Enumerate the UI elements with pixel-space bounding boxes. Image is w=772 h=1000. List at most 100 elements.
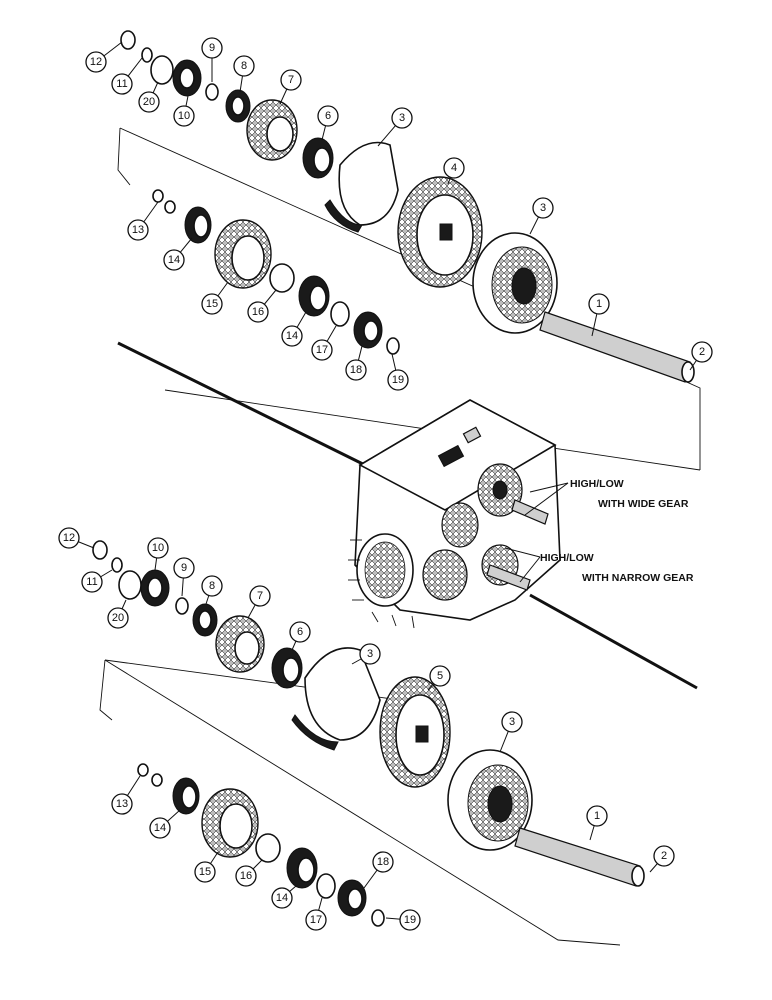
callout-circle-bottom-10 — [147, 537, 169, 559]
callout-number-bottom-15: 15 — [199, 866, 211, 878]
callout-circle-top-19 — [387, 369, 409, 391]
callout-circle-top-3a — [391, 107, 413, 129]
callout-circle-bottom-1 — [586, 805, 608, 827]
shaft-1-bottom — [514, 827, 641, 887]
callout-circle-top-7 — [280, 69, 302, 91]
callout-number-bottom-9: 9 — [181, 562, 187, 574]
callout-number-top-10: 10 — [178, 110, 190, 122]
narrow-gear-label-line2: WITH NARROW GEAR — [582, 572, 694, 584]
callout-circle-bottom-16 — [235, 865, 257, 887]
bottom-assembly — [92, 540, 645, 946]
callout-number-top-17: 17 — [316, 344, 328, 356]
ring-13a-top — [152, 189, 164, 203]
callout-circle-top-2 — [691, 341, 713, 363]
callout-number-bottom-16: 16 — [240, 870, 252, 882]
callout-number-top-11: 11 — [116, 78, 127, 90]
wide-gear-label-line2: WITH WIDE GEAR — [598, 498, 689, 510]
callout-number-top-9: 9 — [209, 42, 215, 54]
ring-9-top — [205, 83, 219, 101]
callout-circle-top-12 — [85, 51, 107, 73]
callout-number-top-15: 15 — [206, 298, 218, 310]
ring-12-top — [120, 30, 136, 50]
callout-number-top-2: 2 — [699, 346, 705, 358]
callout-circle-bottom-3b — [501, 711, 523, 733]
callout-circle-bottom-13 — [111, 793, 133, 815]
callout-circle-top-9 — [201, 37, 223, 59]
callout-circle-top-16 — [247, 301, 269, 323]
callout-number-bottom-2: 2 — [661, 850, 667, 862]
bushing-16-bottom — [255, 833, 281, 863]
callout-circle-top-10 — [173, 105, 195, 127]
callout-circle-bottom-18 — [372, 851, 394, 873]
ring-13a-bottom — [137, 763, 149, 777]
callout-number-top-3b: 3 — [540, 202, 546, 214]
callout-circle-bottom-7 — [249, 585, 271, 607]
callout-number-top-3a: 3 — [399, 112, 405, 124]
ring-17-bottom — [316, 873, 336, 899]
callout-number-bottom-20: 20 — [112, 612, 124, 624]
callout-number-bottom-6: 6 — [297, 626, 303, 638]
bushing-16-top — [269, 263, 295, 293]
callout-circle-bottom-12 — [58, 527, 80, 549]
callout-circle-top-4 — [443, 157, 465, 179]
callout-circle-top-17 — [311, 339, 333, 361]
callout-circle-bottom-3a — [359, 643, 381, 665]
callout-number-bottom-12: 12 — [63, 532, 75, 544]
callout-number-top-19: 19 — [392, 374, 404, 386]
callout-number-bottom-13: 13 — [116, 798, 128, 810]
callout-circle-bottom-11 — [81, 571, 103, 593]
ring-13b-top — [164, 200, 176, 214]
narrow-gear-label-line1: HIGH/LOW — [540, 552, 594, 564]
callout-circle-top-11 — [111, 73, 133, 95]
callout-number-bottom-5: 5 — [437, 670, 443, 682]
ring-19-top — [386, 337, 400, 355]
ring-17-top — [330, 301, 350, 327]
callout-number-bottom-19: 19 — [404, 914, 416, 926]
callout-circle-top-1 — [588, 293, 610, 315]
callout-circle-top-14b — [281, 325, 303, 347]
callout-number-bottom-18: 18 — [377, 856, 389, 868]
callout-circle-bottom-14a — [149, 817, 171, 839]
callout-number-top-14a: 14 — [168, 254, 180, 266]
callout-circle-bottom-15 — [194, 861, 216, 883]
callout-number-bottom-3a: 3 — [367, 648, 373, 660]
ring-9-bottom — [175, 597, 189, 615]
wide-gear-label-line1: HIGH/LOW — [570, 478, 624, 490]
callout-number-top-18: 18 — [350, 364, 362, 376]
callout-number-top-6: 6 — [325, 110, 331, 122]
callout-number-bottom-14a: 14 — [154, 822, 166, 834]
callout-circle-bottom-2 — [653, 845, 675, 867]
callout-number-bottom-10: 10 — [152, 542, 164, 554]
callout-number-top-7: 7 — [288, 74, 294, 86]
callout-circle-top-3b — [532, 197, 554, 219]
callout-number-top-1: 1 — [596, 298, 602, 310]
callout-circle-top-14a — [163, 249, 185, 271]
callout-number-bottom-1: 1 — [594, 810, 600, 822]
drum-3a-bottom — [304, 647, 381, 741]
callout-number-top-16: 16 — [252, 306, 264, 318]
ring-19-bottom — [371, 909, 385, 927]
callout-number-bottom-17: 17 — [310, 914, 322, 926]
shaft-1-top — [539, 311, 691, 383]
callout-number-top-12: 12 — [90, 56, 102, 68]
callout-circle-bottom-20 — [107, 607, 129, 629]
callout-circle-bottom-9 — [173, 557, 195, 579]
callout-circle-top-18 — [345, 359, 367, 381]
callout-number-top-8: 8 — [241, 60, 247, 72]
callout-circle-bottom-14b — [271, 887, 293, 909]
callout-circle-bottom-8 — [201, 575, 223, 597]
callout-circle-bottom-17 — [305, 909, 327, 931]
callout-number-bottom-7: 7 — [257, 590, 263, 602]
callout-number-bottom-8: 8 — [209, 580, 215, 592]
divider-line-lower — [529, 593, 698, 690]
callout-circle-top-13 — [127, 219, 149, 241]
callout-number-top-20: 20 — [143, 96, 155, 108]
callout-circle-bottom-6 — [289, 621, 311, 643]
ring-13b-bottom — [151, 773, 163, 787]
callout-circle-top-8 — [233, 55, 255, 77]
callout-circle-bottom-5 — [429, 665, 451, 687]
ring-11-top — [141, 47, 153, 63]
ring-20-bottom — [118, 570, 142, 600]
